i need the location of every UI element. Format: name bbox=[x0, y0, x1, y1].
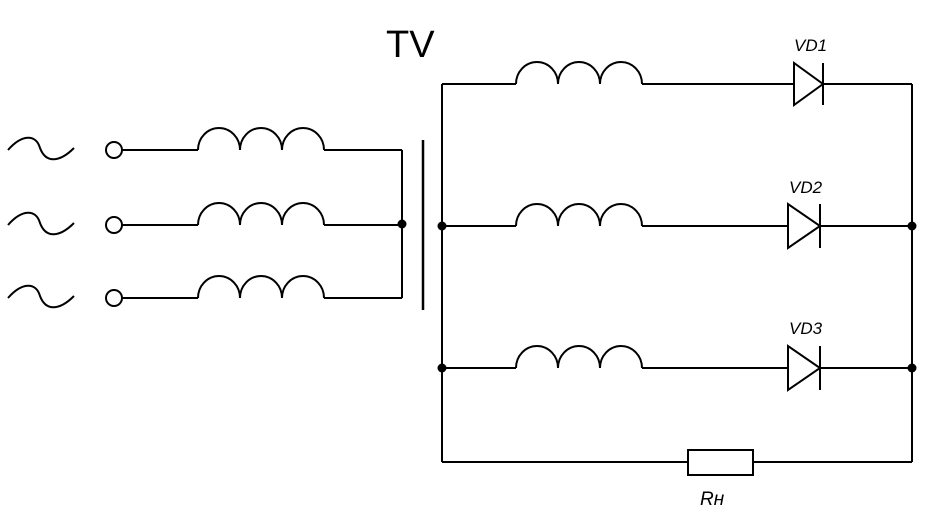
ac-source-icon bbox=[7, 284, 75, 309]
junction-node bbox=[437, 221, 447, 231]
resistor-icon bbox=[687, 449, 754, 476]
load-resistor-label: Rн bbox=[700, 489, 725, 510]
diode-icon bbox=[787, 202, 822, 250]
transformer-label: TV bbox=[386, 24, 435, 66]
ac-source-icon bbox=[7, 211, 75, 236]
diode-label-vd2: VD2 bbox=[789, 178, 823, 197]
primary-winding-icon bbox=[197, 275, 325, 299]
secondary-branch-3: VD3 bbox=[437, 319, 917, 392]
diode-label-vd1: VD1 bbox=[794, 36, 827, 55]
secondary-winding-icon bbox=[515, 61, 643, 85]
primary-phase-3 bbox=[7, 275, 402, 309]
secondary-winding-icon bbox=[515, 203, 643, 227]
diode-label-vd3: VD3 bbox=[789, 319, 823, 338]
input-terminal bbox=[105, 216, 123, 234]
ac-source-icon bbox=[7, 136, 75, 161]
secondary-branch-2: VD2 bbox=[437, 178, 917, 250]
primary-neutral-node bbox=[397, 219, 407, 229]
primary-winding-icon bbox=[197, 202, 325, 226]
input-terminal bbox=[105, 141, 123, 159]
secondary-branch-1: VD1 bbox=[442, 36, 912, 107]
primary-phase-2 bbox=[7, 202, 402, 236]
junction-node bbox=[907, 363, 917, 373]
junction-node bbox=[437, 363, 447, 373]
diode-icon bbox=[787, 344, 822, 392]
primary-phase-1 bbox=[7, 127, 402, 161]
load-branch: Rн bbox=[442, 449, 912, 510]
secondary-winding-icon bbox=[515, 345, 643, 369]
junction-node bbox=[907, 221, 917, 231]
input-terminal bbox=[105, 289, 123, 307]
diode-icon bbox=[793, 61, 825, 107]
primary-winding-icon bbox=[197, 127, 325, 151]
